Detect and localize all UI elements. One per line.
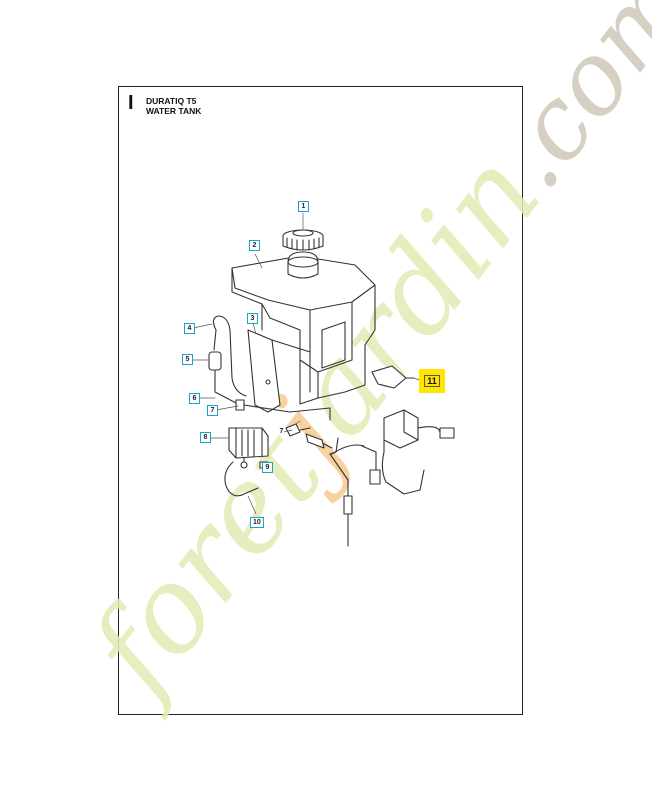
callout-8: 8	[200, 432, 211, 443]
callout-11: 11	[424, 375, 440, 387]
callout-3: 3	[247, 313, 258, 324]
check-valve	[285, 423, 311, 437]
callout-7-left: 7	[207, 405, 218, 416]
callout-7-center: 7	[279, 428, 284, 435]
center-fittings	[305, 433, 339, 455]
drain-hose	[224, 461, 259, 497]
water-pump	[228, 427, 269, 469]
callout-1: 1	[298, 201, 309, 212]
mounting-bracket	[247, 329, 311, 413]
filter-hose-assembly	[208, 315, 331, 421]
callout-2: 2	[249, 240, 260, 251]
spray-tube	[329, 453, 353, 547]
callout-4: 4	[184, 323, 195, 334]
callout-10: 10	[250, 517, 264, 528]
leader-lines	[190, 212, 420, 515]
diagram-title: WATER TANK	[146, 106, 202, 116]
solenoid-valve	[331, 365, 455, 495]
callout-11-highlight: 11	[419, 369, 445, 393]
diagram-frame	[118, 86, 523, 715]
callout-6: 6	[189, 393, 200, 404]
callout-5: 5	[182, 354, 193, 365]
callout-9: 9	[262, 462, 273, 473]
tank-cap	[282, 229, 324, 251]
water-tank	[231, 251, 376, 405]
model-label: DURATIQ T5	[146, 96, 197, 106]
section-mark: I	[128, 92, 134, 114]
